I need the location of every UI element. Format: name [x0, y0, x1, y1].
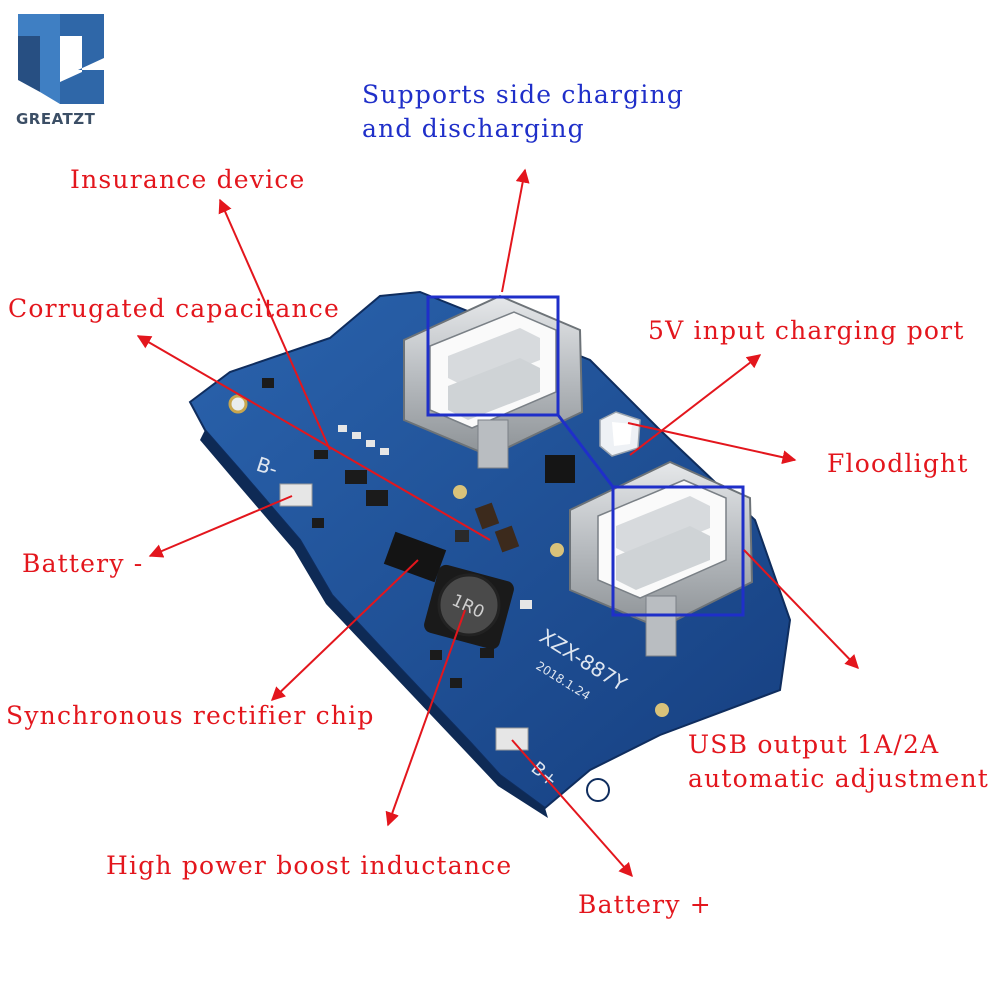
annotation-arrows [136, 168, 859, 878]
arrow-battery-minus [148, 495, 293, 558]
brand-name: GREATZT [16, 110, 96, 128]
label-battery-plus: Battery + [578, 890, 712, 919]
label-side-charging-1: Supports side charging [362, 80, 685, 109]
highlight-box-side-port [426, 295, 560, 417]
label-insurance: Insurance device [70, 165, 306, 194]
arrow-inductance [385, 609, 466, 827]
rectifier-chip [383, 531, 447, 583]
highlight-box-output-port [611, 485, 745, 617]
arrow-battery-plus [511, 739, 633, 878]
arrow-rectifier [270, 559, 419, 701]
label-inductance: High power boost inductance [106, 851, 513, 880]
label-battery-minus: Battery - [22, 549, 144, 578]
label-usb-output-2: automatic adjustment [688, 764, 989, 793]
arrow-input-port [629, 354, 762, 456]
arrow-side-charging [501, 168, 530, 293]
label-usb-output-1: USB output 1A/2A [688, 730, 940, 759]
arrow-insurance [218, 198, 331, 451]
label-side-charging-2: and discharging [362, 114, 585, 143]
arrow-usb-output [743, 549, 859, 670]
inductor: 1R0 [424, 564, 514, 650]
label-floodlight: Floodlight [827, 449, 969, 478]
label-capacitance: Corrugated capacitance [8, 294, 340, 323]
pcb-board: B- B+ 1R0 [188, 290, 792, 818]
arrow-capacitance [136, 335, 491, 541]
arrow-floodlight [627, 422, 797, 465]
highlight-connector [556, 414, 615, 488]
floodlight-led [599, 411, 641, 457]
label-input-port: 5V input charging port [648, 316, 965, 345]
usb-port-output [569, 460, 754, 657]
brand-logo [18, 14, 104, 104]
label-rectifier: Synchronous rectifier chip [6, 701, 375, 730]
